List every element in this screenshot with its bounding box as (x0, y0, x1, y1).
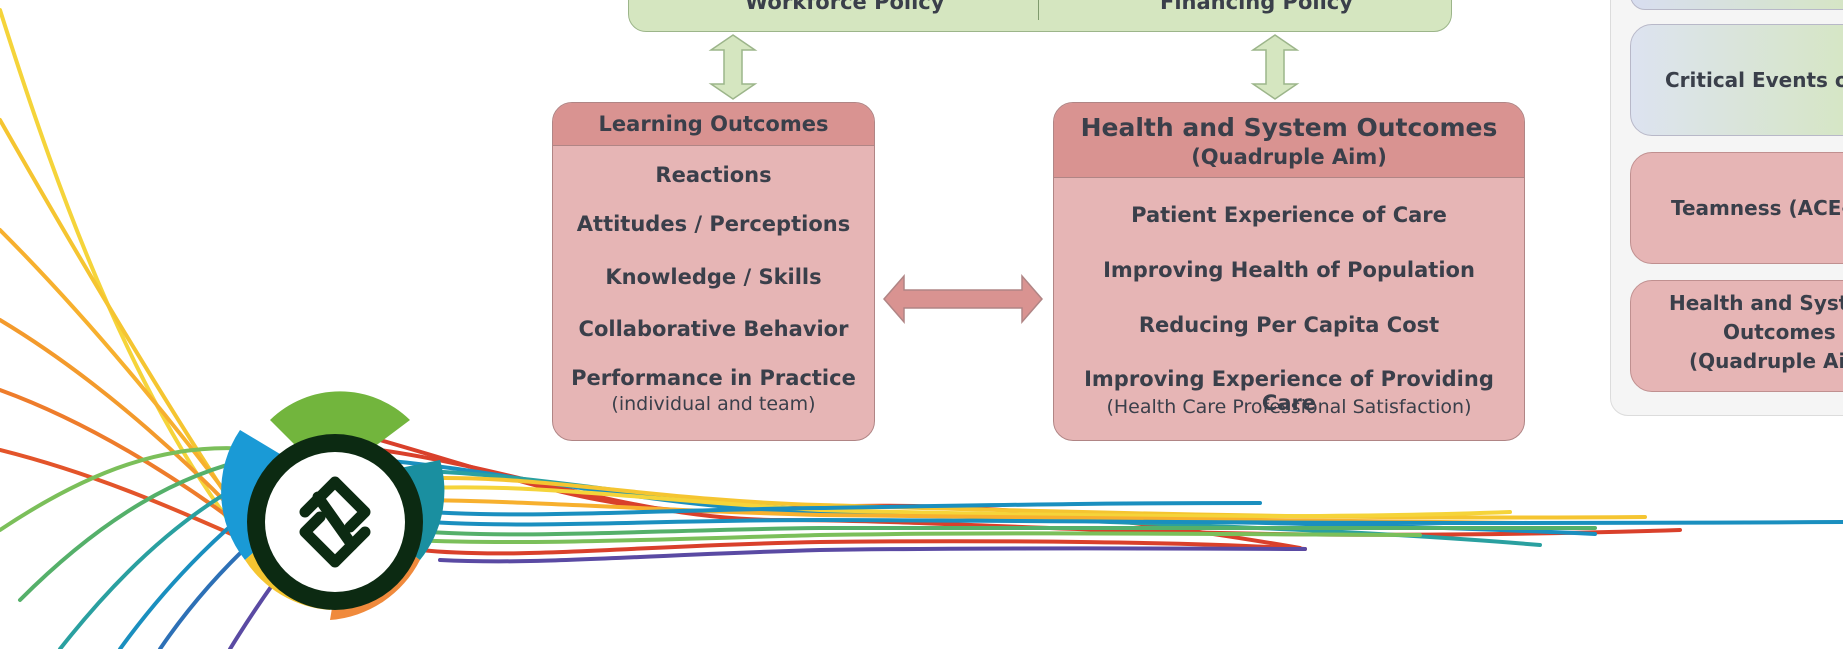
learning-item-attitudes: Attitudes / Perceptions (576, 212, 851, 236)
learning-outcomes-title: Learning Outcomes (553, 103, 874, 146)
learning-outcomes-box: Learning Outcomes Reactions Attitudes / … (552, 102, 875, 441)
logo-glyph (299, 476, 371, 568)
side-card-teamness: Teamness (ACE- (1630, 152, 1843, 264)
policy-divider (1038, 0, 1039, 20)
health-outcomes-title: Health and System Outcomes (1080, 113, 1498, 142)
learning-item-collaborative: Collaborative Behavior (578, 317, 849, 341)
workforce-policy-label: Workforce Policy (745, 0, 945, 14)
policy-health-arrow (1250, 34, 1300, 100)
health-outcomes-header: Health and System Outcomes (Quadruple Ai… (1054, 103, 1524, 178)
side-card-health-system-line3: (Quadruple Air (1689, 349, 1843, 373)
learning-item-knowledge: Knowledge / Skills (605, 265, 822, 289)
policy-bar (628, 0, 1452, 32)
side-card-health-system-line1: Health and Syste (1669, 291, 1843, 315)
health-item-providing-care: Improving Experience of Providing Care (1084, 367, 1494, 415)
learning-item-performance: Performance in Practice (571, 366, 856, 390)
learning-health-arrow (883, 274, 1043, 324)
policy-learning-arrow (708, 34, 758, 100)
side-card-health-system: Health and Syste Outcomes (Quadruple Air (1630, 280, 1843, 392)
side-card-teamness-label: Teamness (ACE- (1671, 196, 1843, 220)
learning-item-reactions: Reactions (655, 163, 772, 187)
health-outcomes-subtitle: (Quadruple Aim) (1191, 145, 1387, 169)
side-card-top (1630, 0, 1843, 10)
side-card-health-system-line2: Outcomes (1723, 320, 1836, 344)
health-item-providing-care-sub: (Health Care Professional Satisfaction) (1106, 396, 1472, 418)
side-card-critical-events-label: Critical Events of (1665, 68, 1843, 92)
learning-item-performance-sub: (individual and team) (611, 393, 816, 415)
health-item-cost: Reducing Per Capita Cost (1138, 313, 1440, 337)
financing-policy-label: Financing Policy (1160, 0, 1353, 14)
health-outcomes-box: Health and System Outcomes (Quadruple Ai… (1053, 102, 1525, 441)
side-card-critical-events: Critical Events of (1630, 24, 1843, 136)
health-item-population: Improving Health of Population (1103, 258, 1475, 282)
health-item-patient-experience: Patient Experience of Care (1131, 203, 1447, 227)
